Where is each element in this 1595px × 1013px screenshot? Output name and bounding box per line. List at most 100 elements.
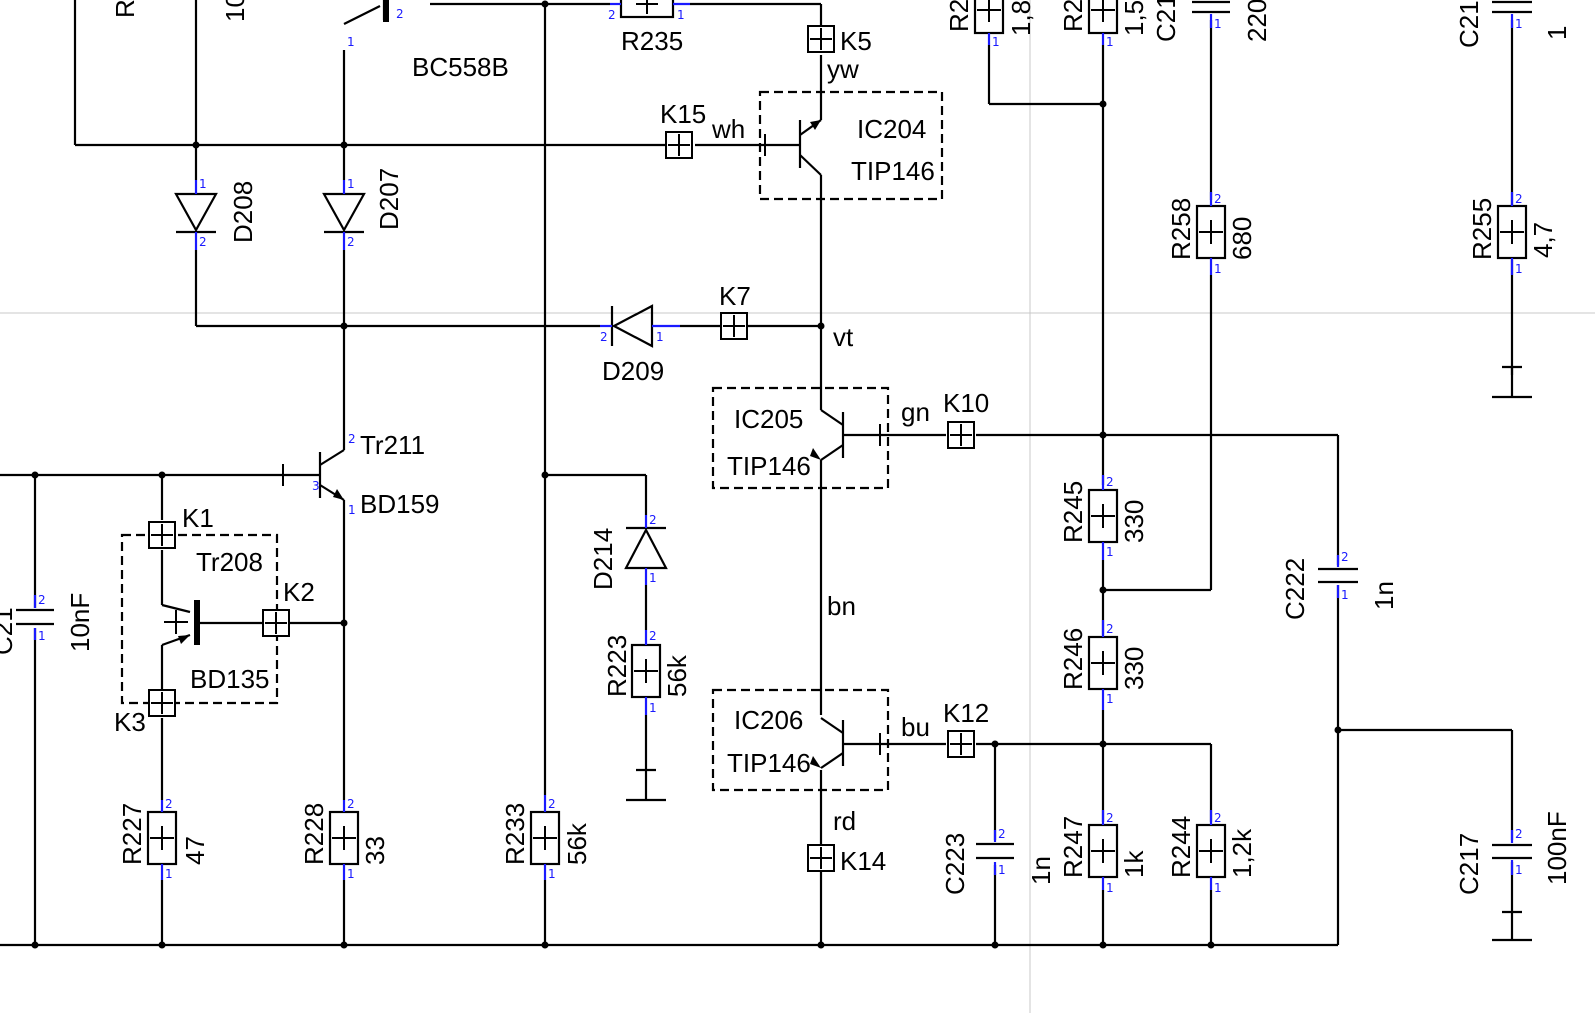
tr211-label: Tr211 bbox=[360, 430, 425, 460]
transistor-arrows bbox=[178, 120, 821, 768]
r228-value: 33 bbox=[360, 836, 390, 865]
svg-text:2: 2 bbox=[1214, 192, 1222, 206]
r233-label: R233 bbox=[500, 803, 530, 865]
resistors bbox=[146, 0, 1528, 890]
svg-text:2: 2 bbox=[1515, 827, 1523, 841]
tip146-c-label: TIP146 bbox=[727, 748, 811, 778]
top-r2b-value: 1,5 bbox=[1119, 0, 1149, 36]
k7-label: K7 bbox=[719, 281, 751, 311]
r233-value: 56k bbox=[562, 822, 592, 865]
svg-text:2: 2 bbox=[649, 513, 657, 527]
svg-text:1: 1 bbox=[347, 867, 355, 881]
svg-text:1: 1 bbox=[1106, 545, 1114, 559]
svg-text:1: 1 bbox=[1515, 262, 1523, 276]
svg-text:1: 1 bbox=[649, 701, 657, 715]
r246-label: R246 bbox=[1058, 628, 1088, 690]
ground-symbols bbox=[626, 365, 1532, 942]
svg-text:2: 2 bbox=[165, 797, 173, 811]
svg-text:1: 1 bbox=[347, 177, 355, 191]
junctions bbox=[31, 0, 1342, 949]
svg-text:1: 1 bbox=[347, 35, 355, 49]
bc558b-label: BC558B bbox=[412, 52, 509, 82]
gn-label: gn bbox=[901, 397, 930, 427]
svg-text:2: 2 bbox=[998, 827, 1006, 841]
svg-text:2: 2 bbox=[1515, 192, 1523, 206]
svg-text:1: 1 bbox=[1106, 35, 1114, 49]
bd159-label: BD159 bbox=[360, 489, 440, 519]
top-left-value: 10 bbox=[220, 0, 250, 22]
r245-label: R245 bbox=[1058, 481, 1088, 543]
r255-label: R255 bbox=[1467, 198, 1497, 260]
svg-text:1: 1 bbox=[649, 571, 657, 585]
svg-text:2: 2 bbox=[608, 8, 616, 22]
top-r2b-label: R2 bbox=[1058, 0, 1088, 32]
r246-value: 330 bbox=[1119, 647, 1149, 690]
r223-value: 56k bbox=[662, 654, 692, 697]
transistor-bases bbox=[164, 0, 881, 771]
r247-value: 1k bbox=[1119, 850, 1149, 878]
wh-label: wh bbox=[711, 114, 745, 144]
c223-label: C223 bbox=[940, 833, 970, 895]
d208-label: D208 bbox=[228, 181, 258, 243]
svg-text:2: 2 bbox=[1214, 811, 1222, 825]
r227-value: 47 bbox=[180, 836, 210, 865]
r255-value: 4,7 bbox=[1528, 222, 1558, 258]
tip146-a-label: TIP146 bbox=[851, 156, 935, 186]
svg-text:1: 1 bbox=[165, 867, 173, 881]
k5-label: K5 bbox=[840, 26, 872, 56]
connectors bbox=[148, 25, 975, 872]
r244-label: R244 bbox=[1166, 816, 1196, 878]
vt-label: vt bbox=[833, 322, 854, 352]
resistor-marks bbox=[150, 0, 1524, 863]
top-c21b-label: C21 bbox=[1454, 0, 1484, 48]
r227-label: R227 bbox=[117, 803, 147, 865]
svg-text:1: 1 bbox=[38, 629, 46, 643]
svg-text:1: 1 bbox=[1214, 262, 1222, 276]
svg-text:1: 1 bbox=[1214, 17, 1222, 31]
svg-text:1: 1 bbox=[1106, 881, 1114, 895]
svg-text:1: 1 bbox=[677, 8, 685, 22]
k2-label: K2 bbox=[283, 577, 315, 607]
capacitors bbox=[16, 0, 1532, 875]
top-c21-label: C21 bbox=[1151, 0, 1181, 42]
svg-text:2: 2 bbox=[600, 330, 608, 344]
r245-value: 330 bbox=[1119, 500, 1149, 543]
bd135-label: BD135 bbox=[190, 664, 270, 694]
r258-label: R258 bbox=[1166, 198, 1196, 260]
svg-text:3: 3 bbox=[312, 479, 320, 493]
svg-text:1: 1 bbox=[1214, 881, 1222, 895]
c223-value: 1n bbox=[1026, 856, 1056, 885]
svg-text:2: 2 bbox=[1106, 811, 1114, 825]
tr208-label: Tr208 bbox=[196, 547, 263, 577]
rotated-labels: D208 D207 D214 R223 56k 10nF R227 47 R22… bbox=[0, 0, 1572, 895]
svg-text:1: 1 bbox=[1341, 588, 1349, 602]
svg-text:1: 1 bbox=[348, 503, 356, 517]
pin-numbers: 2 1 2 1 1 2 1 2 2 1 2 3 1 2 1 2 1 2 1 2 … bbox=[38, 7, 1523, 895]
svg-text:1: 1 bbox=[1515, 17, 1523, 31]
svg-text:1: 1 bbox=[992, 35, 1000, 49]
top-r2a-label: R2 bbox=[944, 0, 974, 32]
ic206-outline bbox=[711, 688, 890, 792]
bu-label: bu bbox=[901, 712, 930, 742]
svg-text:2: 2 bbox=[38, 593, 46, 607]
svg-text:2: 2 bbox=[649, 629, 657, 643]
ic206-label: IC206 bbox=[734, 705, 803, 735]
yw-label: yw bbox=[827, 54, 859, 84]
c222-value: 1n bbox=[1369, 581, 1399, 610]
r228-label: R228 bbox=[299, 803, 329, 865]
d214-label: D214 bbox=[588, 528, 618, 590]
svg-text:1: 1 bbox=[998, 863, 1006, 877]
tip146-b-label: TIP146 bbox=[727, 451, 811, 481]
k10-label: K10 bbox=[943, 388, 989, 418]
bn-label: bn bbox=[827, 591, 856, 621]
top-r2a-value: 1,8 bbox=[1006, 0, 1036, 36]
svg-text:1: 1 bbox=[548, 867, 556, 881]
svg-text:2: 2 bbox=[1106, 622, 1114, 636]
top-left-r-label: R bbox=[110, 0, 140, 18]
k3-label: K3 bbox=[114, 707, 146, 737]
k12-label: K12 bbox=[943, 698, 989, 728]
left-cap-label: C21 bbox=[0, 607, 18, 655]
wires bbox=[0, 0, 1514, 947]
